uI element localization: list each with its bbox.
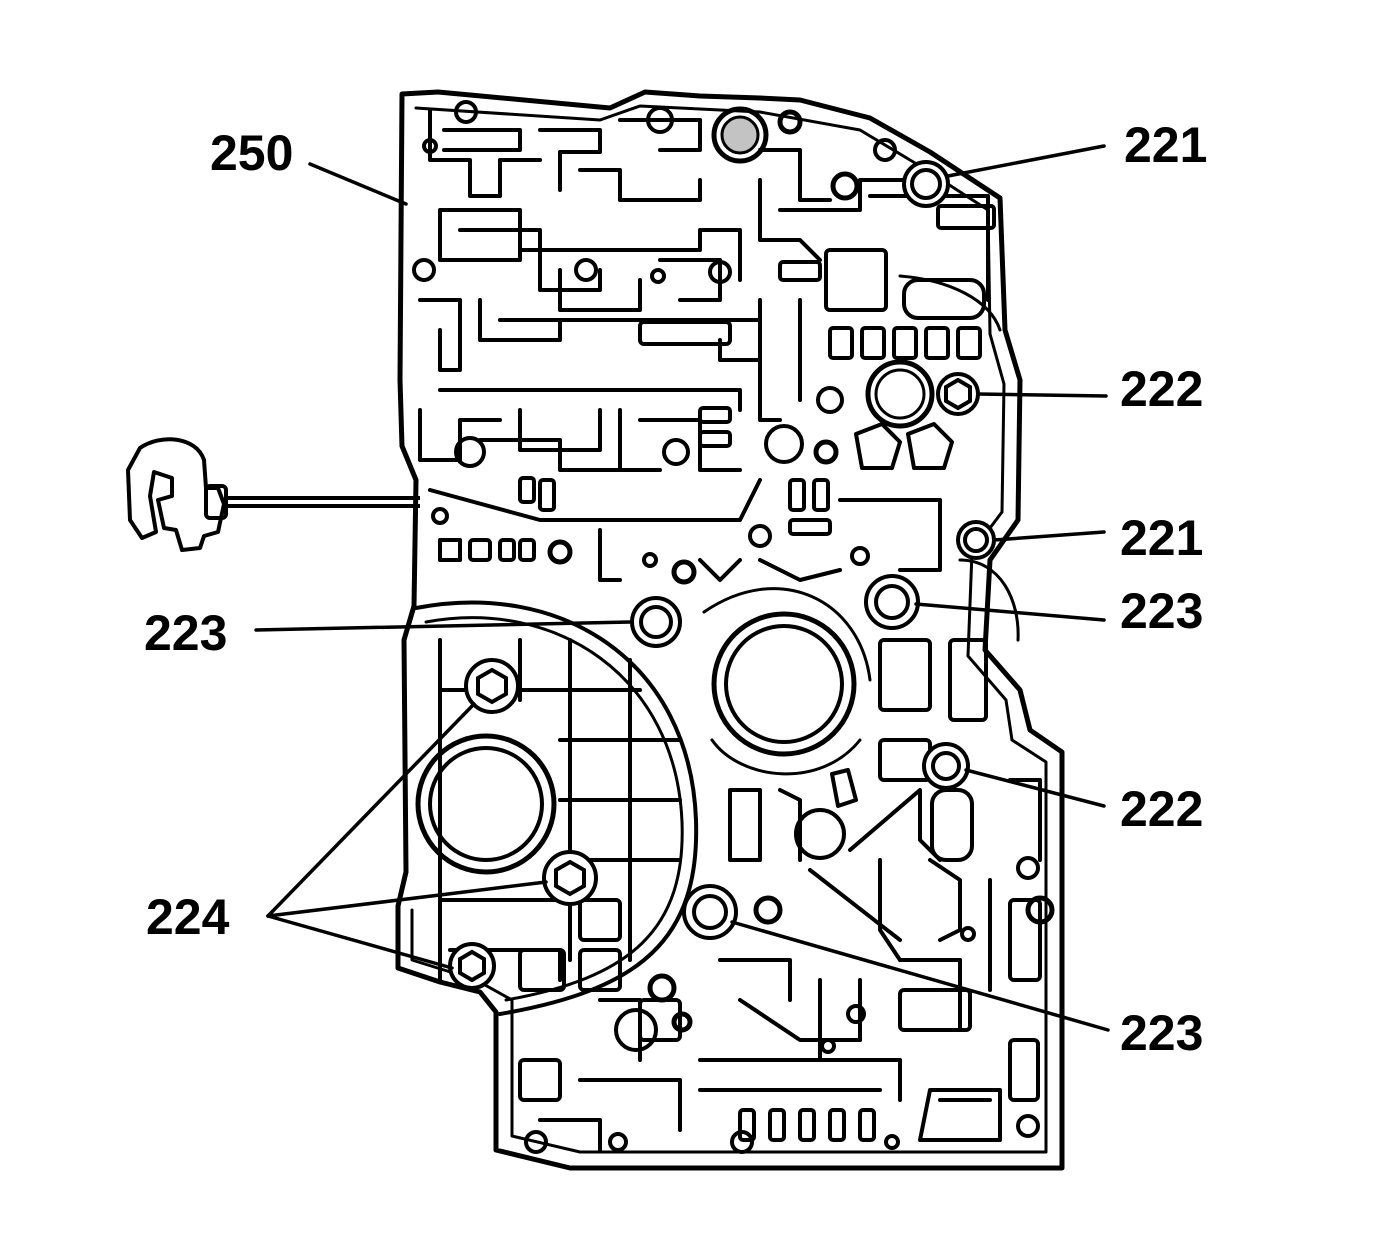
bolt-221-top-icon: [902, 160, 950, 208]
bolt-221-mid-icon: [956, 520, 996, 560]
bolt-223-bottom-icon: [682, 884, 738, 940]
bolt-icons: [448, 160, 996, 990]
callout-221-top: 221: [1124, 117, 1207, 173]
retaining-clip-tool-icon: [126, 437, 420, 552]
callout-222-upper: 222: [1120, 361, 1203, 417]
callout-labels: 250 221 222 221 223 223 222 224 223: [144, 117, 1207, 1061]
bolt-222-lower-icon: [922, 742, 970, 790]
valve-body-outline: [395, 89, 1065, 1171]
callout-222-lower: 222: [1120, 781, 1203, 837]
callout-224: 224: [146, 889, 230, 945]
bolt-224-bottom-icon: [448, 942, 496, 990]
callout-223-bottom: 223: [1120, 1005, 1203, 1061]
leader-lines: [254, 144, 1110, 1032]
valve-body: [395, 89, 1065, 1171]
callout-223-right: 223: [1120, 583, 1203, 639]
bolt-223-left-icon: [630, 596, 682, 648]
callout-221-mid: 221: [1120, 510, 1203, 566]
callout-250: 250: [210, 125, 293, 181]
bolt-223-right-icon: [864, 574, 920, 630]
bolt-224-top-icon: [464, 658, 520, 714]
bolt-224-middle-icon: [542, 850, 598, 906]
callout-223-left: 223: [144, 605, 227, 661]
bolt-222-upper-icon: [936, 372, 980, 416]
